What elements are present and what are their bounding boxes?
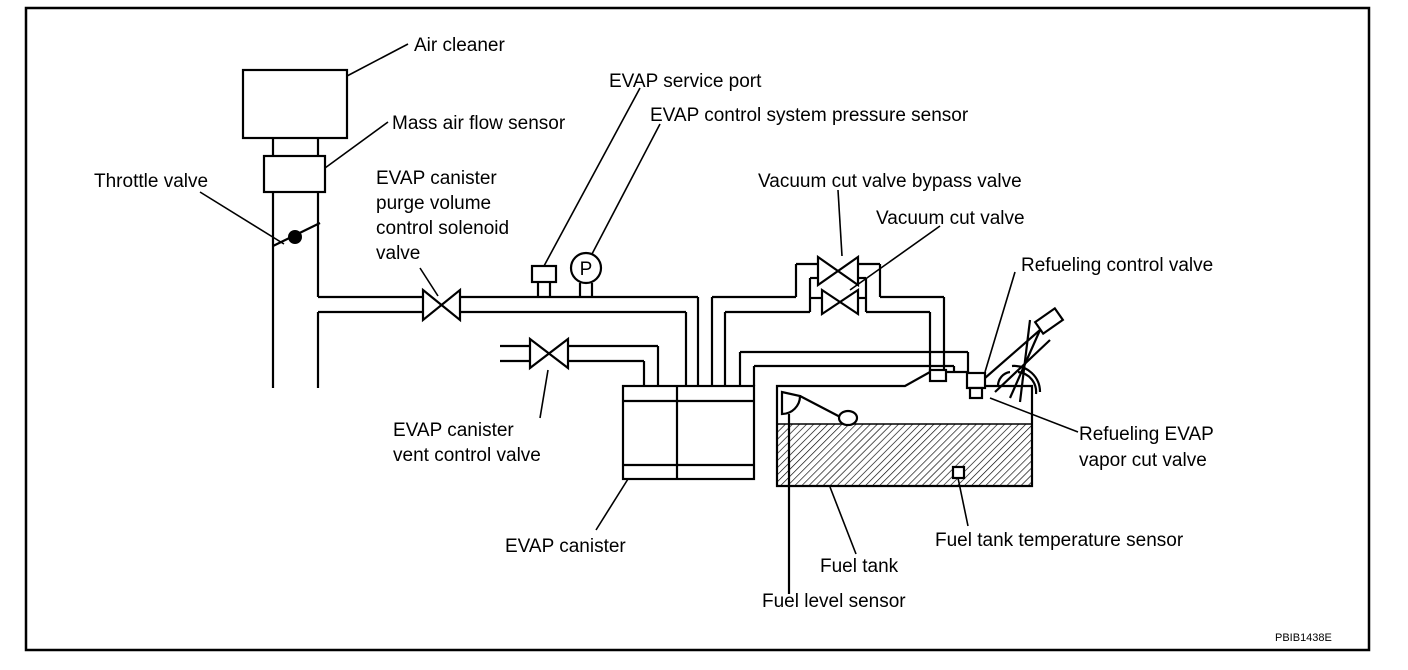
label-vacuum-cut-bypass-valve: Vacuum cut valve bypass valve: [758, 171, 1022, 192]
label-evap-pressure-sensor: EVAP control system pressure sensor: [650, 105, 969, 126]
filler-neck: [984, 306, 1065, 403]
evap-pressure-sensor: P: [569, 251, 603, 297]
label-fuel-level-sensor: Fuel level sensor: [762, 591, 906, 612]
vacuum-cut-valve-housing: [928, 368, 948, 383]
mass-air-flow-sensor: [262, 138, 327, 194]
leader-lines: [199, 43, 1079, 555]
purge-line: [316, 295, 700, 388]
vent-control-valve: [528, 336, 570, 371]
label-purge-valve-line-4: valve: [376, 243, 420, 264]
figure-frame: [24, 6, 1371, 652]
label-evap-service-port: EVAP service port: [609, 71, 762, 92]
label-refueling-evap-line-1: Refueling EVAP: [1079, 424, 1214, 445]
figure-code: PBIB1438E: [1275, 632, 1332, 644]
air-cleaner: [241, 68, 349, 140]
vapor-lines: [710, 262, 970, 386]
vent-line: [500, 344, 660, 386]
label-vent-valve-line-2: vent control valve: [393, 445, 541, 466]
label-evap-canister: EVAP canister: [505, 536, 626, 557]
intake-duct: [271, 192, 320, 388]
fuel-tank: [775, 370, 1034, 488]
vacuum-cut-valve: [820, 287, 860, 317]
refueling-control-valve: [965, 371, 987, 400]
label-vacuum-cut-valve: Vacuum cut valve: [876, 208, 1025, 229]
purge-volume-control-solenoid-valve: [421, 287, 462, 323]
label-purge-valve-line-2: purge volume: [376, 193, 491, 214]
fuel-level-sensor: [780, 390, 859, 594]
vacuum-cut-valve-bypass-valve: [816, 254, 860, 288]
evap-service-port: [530, 264, 558, 297]
label-refueling-evap-line-2: vapor cut valve: [1079, 450, 1207, 471]
fuel-tank-temperature-sensor: [951, 465, 966, 480]
label-mass-air-flow-sensor: Mass air flow sensor: [392, 113, 566, 134]
label-throttle-valve: Throttle valve: [94, 171, 208, 192]
label-refueling-control-valve: Refueling control valve: [1021, 255, 1213, 276]
label-purge-valve-line-1: EVAP canister: [376, 168, 497, 189]
throttle-valve-symbol: [272, 222, 321, 247]
label-fuel-tank-temperature-sensor: Fuel tank temperature sensor: [935, 530, 1184, 551]
pressure-sensor-symbol: P: [580, 259, 593, 280]
label-fuel-tank: Fuel tank: [820, 556, 899, 577]
evap-canister: [621, 384, 756, 481]
label-purge-valve-line-3: control solenoid: [376, 218, 509, 239]
label-air-cleaner: Air cleaner: [414, 35, 505, 56]
label-vent-valve-line-1: EVAP canister: [393, 420, 514, 441]
